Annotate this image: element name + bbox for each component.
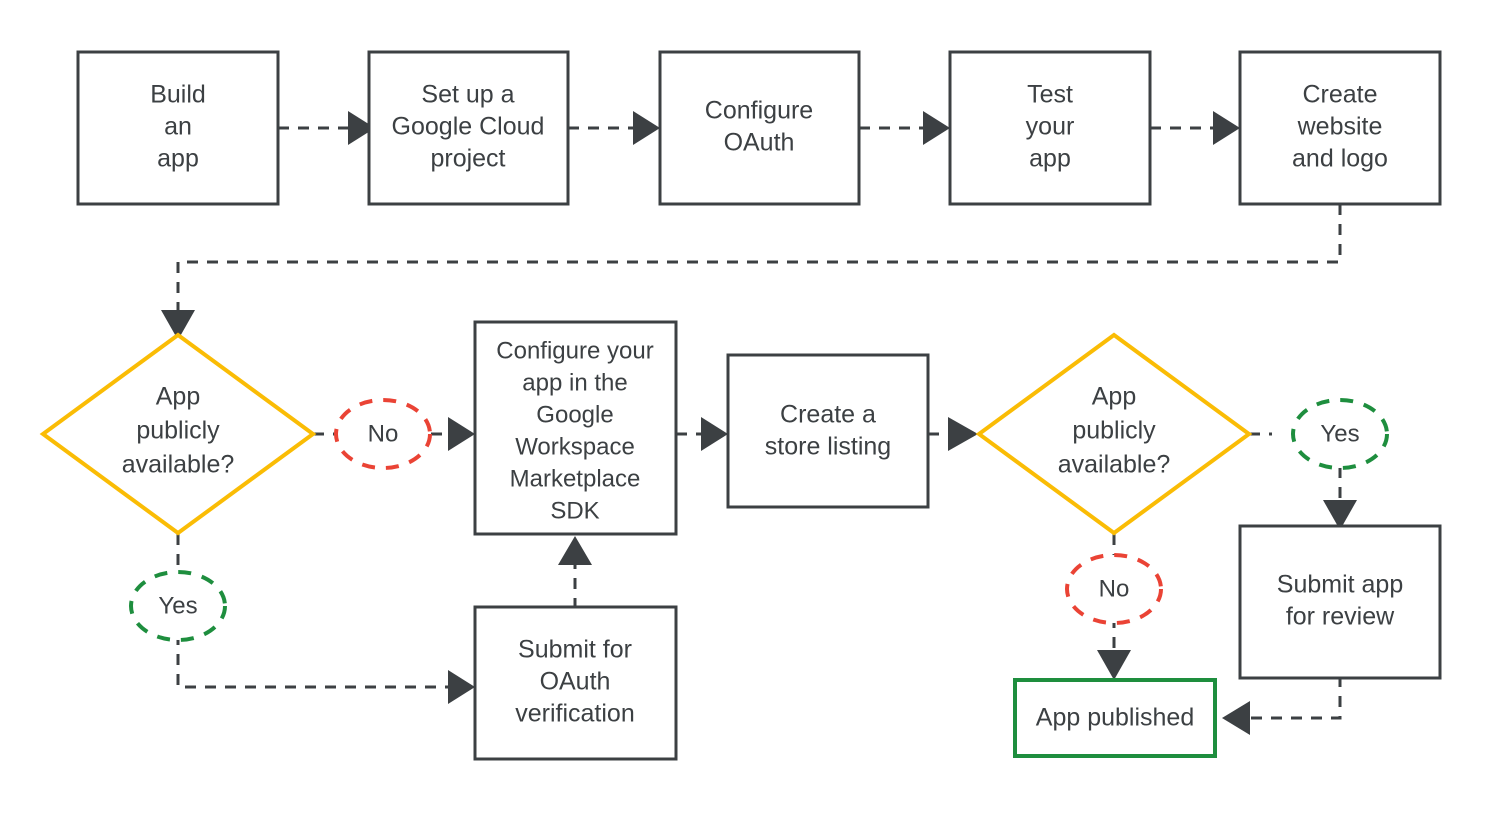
node-configure-sdk-line-1: app in the [522, 369, 627, 396]
node-decision-1-line-0: App [156, 383, 200, 411]
node-create-website-and-logo[interactable]: Create website and logo [1238, 50, 1442, 206]
node-app-published[interactable]: App published [1013, 678, 1217, 758]
edge-label-decision1-yes-text: Yes [158, 592, 197, 619]
node-build-an-app-line-2: app [157, 145, 199, 173]
node-configure-sdk-line-3: Workspace [515, 433, 635, 460]
node-set-up-project-line-1: Google Cloud [392, 113, 545, 141]
node-test-your-app-line-1: your [1026, 113, 1075, 141]
edge-label-decision2-yes-text: Yes [1320, 420, 1359, 447]
edge-build-to-setup [278, 111, 375, 145]
node-create-website-and-logo-line-1: website [1297, 113, 1383, 141]
node-decision-2-line-2: available? [1058, 451, 1171, 479]
node-test-your-app-line-2: app [1029, 145, 1071, 173]
edge-sdk-to-storelisting [676, 417, 728, 451]
node-create-store-listing-line-0: Create a [780, 401, 876, 429]
node-app-published-line-0: App published [1036, 704, 1194, 732]
node-submit-oauth-line-1: OAuth [540, 668, 611, 696]
edge-decision2-yes-to-review [1249, 432, 1357, 530]
node-submit-app-for-review[interactable]: Submit app for review [1238, 524, 1442, 680]
node-submit-app-review-line-1: for review [1286, 603, 1395, 631]
edge-label-decision2-no: No [1065, 553, 1163, 625]
node-submit-oauth-line-2: verification [515, 700, 635, 728]
edge-label-decision1-yes: Yes [129, 570, 227, 642]
node-decision-1-line-2: available? [122, 451, 235, 479]
node-test-your-app[interactable]: Test your app [948, 50, 1152, 206]
node-configure-sdk-line-0: Configure your [496, 337, 653, 364]
node-decision-app-publicly-available-1[interactable]: App publicly available? [39, 332, 317, 536]
node-configure-sdk-line-5: SDK [550, 497, 599, 524]
node-configure-oauth-line-0: Configure [705, 97, 813, 125]
edge-decision1-yes-to-oauthverify [176, 534, 475, 704]
node-decision-2-line-1: publicly [1072, 417, 1156, 445]
edge-label-decision2-no-text: No [1099, 575, 1130, 602]
node-decision-1-line-1: publicly [136, 417, 220, 445]
node-configure-oauth[interactable]: Configure OAuth [658, 50, 861, 206]
edge-storelisting-to-decision2 [928, 417, 978, 451]
node-submit-for-oauth-verification[interactable]: Submit for OAuth verification [473, 605, 678, 761]
edge-createsite-to-decision1 [161, 204, 1342, 340]
node-decision-app-publicly-available-2[interactable]: App publicly available? [975, 332, 1253, 536]
edge-review-to-published [1222, 676, 1342, 735]
edge-decision1-no-to-sdk [313, 417, 475, 451]
edge-label-decision2-yes: Yes [1291, 398, 1389, 470]
node-create-website-and-logo-line-0: Create [1302, 81, 1377, 109]
node-build-an-app[interactable]: Build an app [76, 50, 280, 206]
node-submit-app-review-line-0: Submit app [1277, 571, 1403, 599]
node-configure-app-in-sdk[interactable]: Configure your app in the Google Workspa… [473, 320, 678, 536]
node-create-store-listing-line-1: store listing [765, 433, 891, 461]
node-test-your-app-line-0: Test [1027, 81, 1073, 109]
node-decision-2-line-0: App [1092, 383, 1136, 411]
node-set-up-project-line-2: project [430, 145, 505, 173]
node-set-up-project-line-0: Set up a [421, 81, 514, 109]
node-build-an-app-line-0: Build [150, 81, 206, 109]
node-create-store-listing[interactable]: Create a store listing [726, 353, 930, 509]
edge-test-to-createsite [1150, 111, 1240, 145]
node-submit-oauth-line-0: Submit for [518, 636, 632, 664]
node-create-website-and-logo-line-2: and logo [1292, 145, 1388, 173]
edge-label-decision1-no: No [334, 398, 432, 470]
node-build-an-app-line-1: an [164, 113, 192, 141]
node-set-up-project[interactable]: Set up a Google Cloud project [367, 50, 570, 206]
edge-setup-to-oauth [568, 111, 660, 145]
node-configure-oauth-line-1: OAuth [724, 129, 795, 157]
node-configure-sdk-line-2: Google [536, 401, 613, 428]
node-configure-sdk-line-4: Marketplace [510, 465, 641, 492]
edge-label-decision1-no-text: No [368, 420, 399, 447]
edge-oauth-to-test [859, 111, 950, 145]
